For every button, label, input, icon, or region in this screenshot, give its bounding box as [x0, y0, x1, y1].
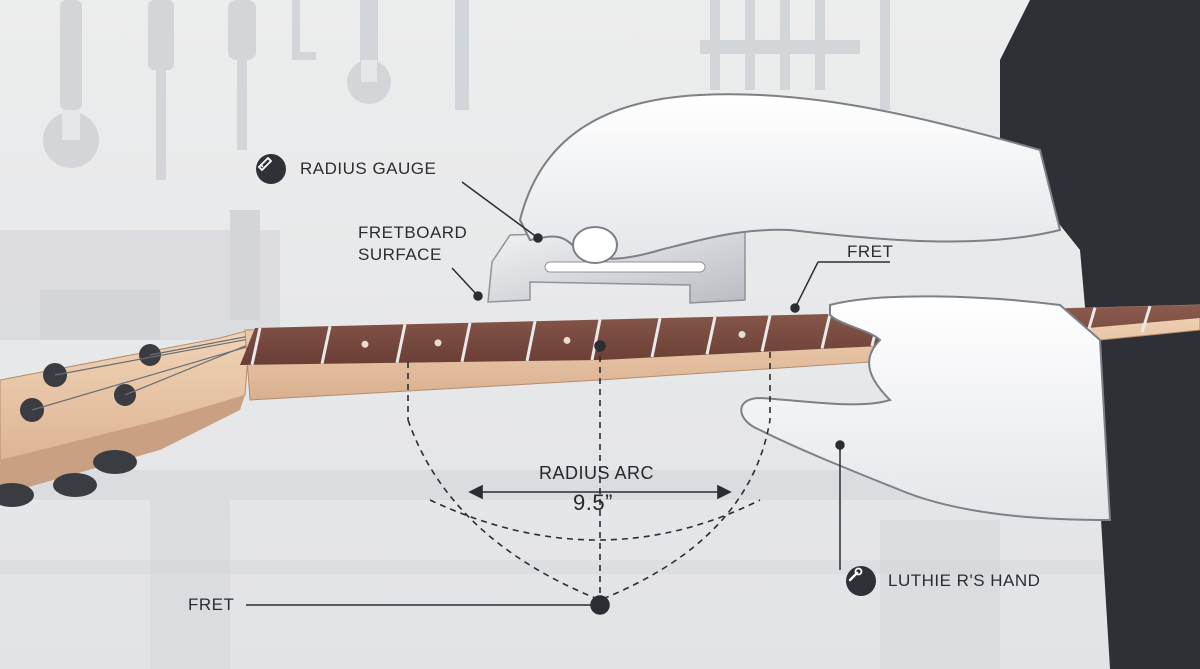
fret-wire — [820, 313, 832, 349]
radius-gauge-label: RADIUS GAUGE — [300, 159, 437, 178]
radius-arc-label: RADIUS ARC — [539, 463, 655, 483]
inlay-dot — [361, 340, 369, 348]
radius-value-label: 9.5” — [573, 490, 613, 515]
fret-wire — [460, 322, 472, 363]
fret-wire — [250, 327, 262, 366]
thumb — [572, 226, 618, 264]
gauge-tool-icon — [256, 154, 286, 184]
leader-lines — [246, 181, 890, 615]
inlay-dot — [563, 336, 571, 344]
luthier-hand-label: LUTHIE R'S HAND — [888, 571, 1041, 590]
lower-hand — [740, 295, 1112, 522]
fret-wire — [320, 325, 332, 365]
fretboard-surface-line2: SURFACE — [358, 245, 442, 264]
fretboard-surface-label: FRETBOARD SURFACE — [358, 222, 498, 266]
radius-arc-construction — [407, 345, 771, 601]
headstock — [0, 329, 261, 507]
fret-wire — [760, 315, 772, 352]
fret-bottom-label: FRET — [188, 595, 235, 614]
inlay-dot — [434, 339, 442, 347]
fretboard-surface-line1: FRETBOARD — [358, 223, 468, 242]
wrench-tool-icon — [846, 566, 876, 596]
radius-gauge — [487, 227, 746, 304]
fret-wire — [525, 320, 537, 362]
fret-wire — [650, 317, 662, 358]
fret-wire — [395, 324, 407, 364]
fret-wire — [1140, 305, 1152, 333]
fret-wire — [590, 319, 602, 361]
fret-wire — [705, 316, 717, 355]
fret-top-label: FRET — [847, 242, 894, 261]
inlay-dot — [738, 331, 746, 339]
fret-inlays — [361, 331, 746, 348]
